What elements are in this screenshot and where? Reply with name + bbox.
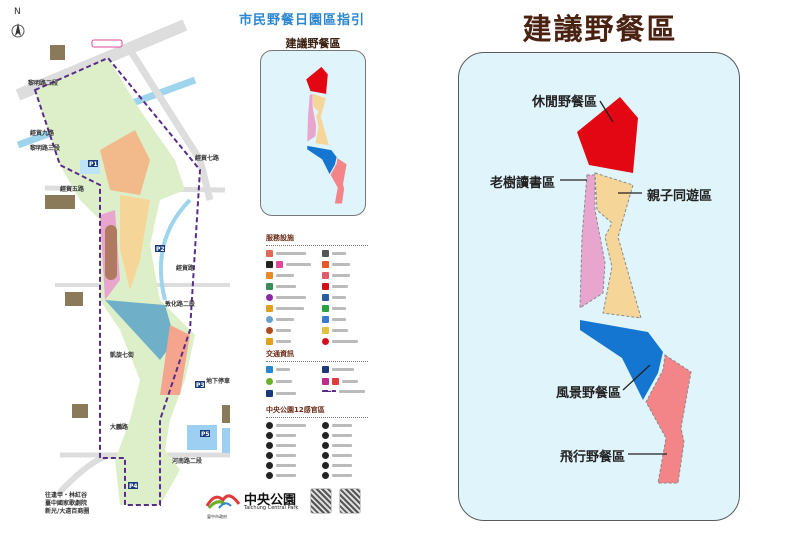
lake <box>105 225 117 280</box>
divider <box>266 245 368 246</box>
leader-lines <box>560 100 667 455</box>
road-label: 大鵬路 <box>110 423 129 431</box>
taichung-city-logo-icon <box>205 494 241 509</box>
road-label: 河南路二段 <box>172 457 202 465</box>
bottom-note: 臺中國家歌劇院 <box>45 499 87 507</box>
road-label: 經貿五路 <box>60 185 85 193</box>
road-label: 黎明路三段 <box>30 144 60 152</box>
zone-flying <box>160 325 190 395</box>
bottom-note: 往逢甲・林紅谷 <box>45 491 88 499</box>
zone-label-family: 親子同遊區 <box>647 189 713 204</box>
logo-org: 臺中市政府 <box>207 514 227 519</box>
bottom-note: 新光/大遠百商圈 <box>45 507 89 515</box>
sensory-heading: 中央公園12感官區 <box>266 406 325 414</box>
services-heading: 服務設施 <box>266 234 294 242</box>
zone-old-tree-reading <box>579 174 606 309</box>
parking-note: 地下停車場 <box>206 377 230 385</box>
road-label: 經貿九路 <box>30 129 55 137</box>
zone-leisure-picnic <box>577 97 638 173</box>
inset-title: 建議野餐區 <box>285 37 341 50</box>
guide-title: 市民野餐日園區指引 <box>238 13 365 28</box>
road-label: 黎明路二段 <box>28 79 58 87</box>
zone-flying-picnic <box>645 354 692 484</box>
zone-scenic <box>105 300 175 360</box>
divider <box>266 417 368 418</box>
svg-text:P1: P1 <box>89 161 98 168</box>
inset-map-frame <box>260 50 366 216</box>
park-boundary <box>33 56 202 506</box>
zone-label-reading: 老樹讀書區 <box>490 176 556 191</box>
parking-labels: P1 P2 P3 P4 P5 <box>88 160 210 490</box>
transport-legend <box>266 366 370 402</box>
divider <box>266 361 368 362</box>
road-label: 敦化路二段 <box>165 300 195 308</box>
zone-label-flying: 飛行野餐區 <box>560 450 626 465</box>
qr-code-icon[interactable] <box>310 488 332 514</box>
road-label: 經貿路 <box>176 264 195 272</box>
zone-scenic-picnic <box>580 320 663 400</box>
park-overview-map: N P1 P2 P3 P4 P5 經貿九路 黎明路三段 <box>11 7 230 515</box>
zone-label-leisure: 休閒野餐區 <box>532 95 598 110</box>
svg-text:N: N <box>14 7 21 17</box>
svg-text:P3: P3 <box>196 382 205 389</box>
svg-text:P2: P2 <box>156 246 165 253</box>
zone-leisure <box>100 130 150 195</box>
services-legend <box>266 250 370 345</box>
logo-english: Taichung Central Park <box>244 505 299 511</box>
svg-text:P5: P5 <box>201 431 210 438</box>
inset-zone-map <box>306 66 347 204</box>
sensory-legend <box>266 422 370 482</box>
place-label-boxes <box>45 45 230 423</box>
road-label: 凱旋七街 <box>110 351 134 359</box>
svg-text:P4: P4 <box>129 483 138 490</box>
road-label: 經貿七路 <box>195 154 220 162</box>
transport-heading: 交通資訊 <box>266 350 294 358</box>
zone-family-play <box>594 172 642 319</box>
logo-name: 中央公園 <box>244 493 297 508</box>
qr-code-icon[interactable] <box>339 488 361 514</box>
zone-label-scenic: 風景野餐區 <box>556 386 622 401</box>
zone-family <box>120 195 150 290</box>
picnic-title: 建議野餐區 <box>522 12 678 46</box>
museum-tag <box>91 39 123 48</box>
north-arrow-icon: N <box>11 7 25 38</box>
